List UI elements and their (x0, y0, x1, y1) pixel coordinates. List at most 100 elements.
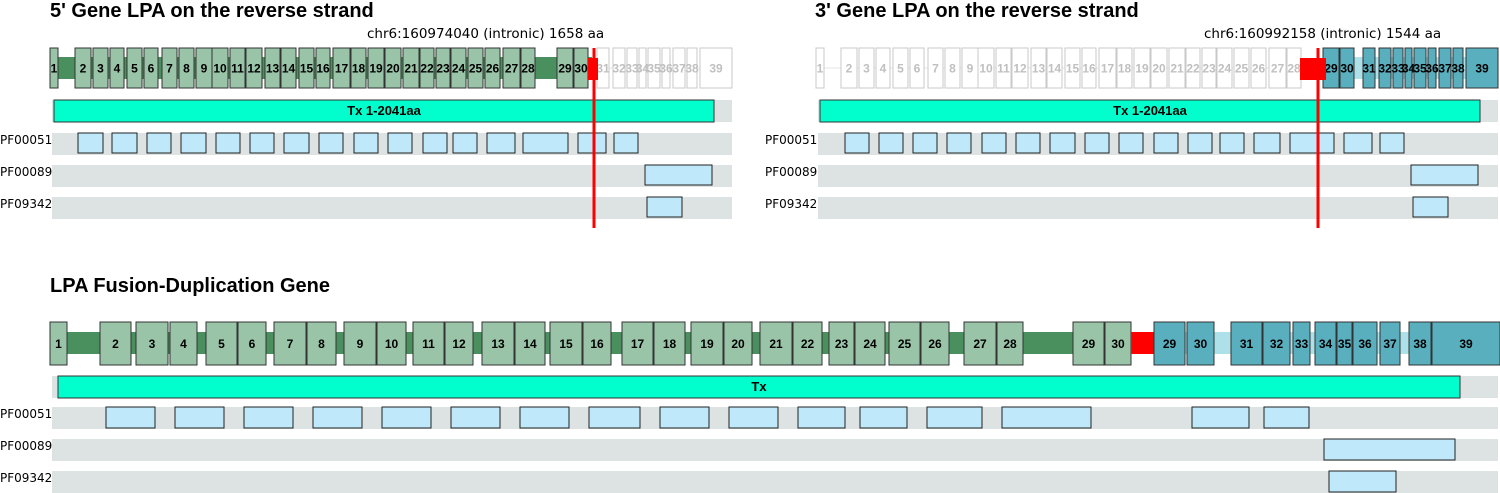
five-prime-exon-34 (638, 47, 647, 89)
five-prime-pf09342-label: PF09342 (0, 197, 52, 211)
three-prime-exon-label-38: 38 (1451, 62, 1465, 76)
fusion-exon-label-23: 23 (835, 337, 849, 351)
fusion-exon-label-1: 1 (55, 337, 62, 351)
fusion-exon-9 (343, 321, 377, 366)
three-prime-exon-18 (1116, 47, 1133, 89)
three-prime-exon-label-8: 8 (949, 62, 956, 76)
five-prime-exon-label-1: 1 (51, 62, 58, 76)
fusion-exon-13 (481, 321, 515, 366)
five-prime-domain-6 (249, 132, 275, 154)
three-prime-exon-label-21: 21 (1170, 62, 1184, 76)
five-prime-domain-8 (318, 132, 344, 154)
three-prime-pf00089-label: PF00089 (765, 165, 817, 179)
fusion-exon-1 (49, 321, 68, 366)
five-prime-exon-label-27: 27 (505, 62, 519, 76)
three-prime-exon-1 (815, 47, 825, 89)
five-prime-exon-15 (298, 47, 315, 89)
three-prime-exon-label-33: 33 (1391, 62, 1405, 76)
three-prime-domain-8 (1084, 132, 1110, 154)
three-prime-tx-bar (819, 99, 1481, 123)
three-prime-domain-12 (1219, 132, 1245, 154)
five-prime-tx-label: Tx 1-2041aa (347, 103, 421, 118)
three-prime-exon-label-5: 5 (897, 62, 904, 76)
three-prime-domain-17 (1410, 164, 1479, 186)
five-prime-exon-23 (435, 47, 451, 89)
fusion-exon-label-13: 13 (491, 337, 505, 351)
five-prime-exon-32 (612, 47, 626, 89)
five-prime-domain-1 (77, 132, 104, 154)
five-prime-subtitle: chr6:160974040 (intronic) 1658 aa (367, 26, 604, 42)
fusion-exon-label-18: 18 (663, 337, 677, 351)
three-prime-breakpoint-box (1300, 58, 1326, 80)
fusion-domain-3 (243, 406, 294, 429)
three-prime-exon-label-18: 18 (1118, 62, 1132, 76)
fusion-domain-2 (174, 406, 225, 429)
five-prime-exon-label-8: 8 (183, 62, 190, 76)
fusion-exon-15 (549, 321, 583, 366)
three-prime-exon-11 (995, 47, 1012, 89)
fusion-exon-28 (996, 321, 1024, 366)
three-prime-exon-27 (1268, 47, 1287, 89)
fusion-exon-21 (759, 321, 793, 366)
fusion-exon-3 (135, 321, 169, 366)
five-prime-exon-38 (686, 47, 698, 89)
fusion-domain-15 (1191, 406, 1250, 429)
fusion-domain-7 (519, 406, 570, 429)
five-prime-exon-label-7: 7 (166, 62, 173, 76)
five-prime-domain-5 (215, 132, 241, 154)
five-prime-exon-8 (178, 47, 195, 89)
three-prime-exon-14 (1046, 47, 1063, 89)
five-prime-domain-16 (613, 132, 639, 154)
five-prime-exon-21 (402, 47, 420, 89)
three-prime-exon-label-27: 27 (1271, 62, 1285, 76)
five-prime-domain-14 (522, 132, 569, 154)
fusion-exon-14 (514, 321, 546, 366)
three-prime-domain-18 (1412, 196, 1449, 218)
fusion-exon-label-5: 5 (218, 337, 225, 351)
fusion-exon-4 (169, 321, 198, 366)
five-prime-domain-2 (111, 132, 138, 154)
three-prime-exon-8 (944, 47, 961, 89)
three-prime-exon-label-23: 23 (1202, 62, 1216, 76)
five-prime-exon-label-10: 10 (213, 62, 227, 76)
three-prime-exon-4 (875, 47, 891, 89)
fusion-exon-16 (582, 321, 612, 366)
fusion-pf00089-label: PF00089 (0, 439, 52, 453)
three-prime-title: 3' Gene LPA on the reverse strand (815, 0, 1139, 22)
five-prime-domain-4 (180, 132, 207, 154)
five-prime-exon-16 (315, 47, 331, 89)
three-prime-exon-3 (858, 47, 875, 89)
fusion-exon-label-39: 37 (1383, 337, 1397, 351)
five-prime-exon-2 (74, 47, 92, 89)
three-prime-exon-15 (1064, 47, 1081, 89)
fusion-tx-label: Tx (751, 379, 767, 394)
three-prime-exon-label-31: 31 (1362, 62, 1376, 76)
fusion-exon-26 (920, 321, 950, 366)
fusion-exon-label-29: 29 (1082, 337, 1096, 351)
five-prime-exon-19 (367, 47, 385, 89)
fusion-exon-label-17: 17 (631, 337, 645, 351)
five-prime-exon-label-28: 28 (521, 62, 535, 76)
five-prime-exon-label-15: 15 (300, 62, 314, 76)
five-prime-domain-10 (387, 132, 413, 154)
five-prime-exon-label-3: 3 (97, 62, 104, 76)
three-prime-exon-label-34: 34 (1402, 62, 1416, 76)
fusion-exon-41 (1431, 321, 1500, 366)
five-prime-exon-11 (229, 47, 246, 89)
five-prime-exon-27 (502, 47, 521, 89)
fusion-domain-18 (1328, 470, 1397, 493)
five-prime-exon-33 (626, 47, 638, 89)
fusion-exon-label-25: 25 (898, 337, 912, 351)
fusion-domain-4 (312, 406, 363, 429)
fusion-domain-1 (105, 406, 156, 429)
fusion-exon-label-21: 21 (769, 337, 783, 351)
three-prime-domain-3 (912, 132, 938, 154)
three-prime-exon-37 (1438, 47, 1452, 89)
fusion-exon-30 (1104, 321, 1132, 366)
fusion-exon-label-12: 12 (452, 337, 466, 351)
fusion-exon-label-40: 38 (1413, 337, 1427, 351)
five-prime-exon-label-5: 5 (131, 62, 138, 76)
three-prime-exon-13 (1030, 47, 1047, 89)
